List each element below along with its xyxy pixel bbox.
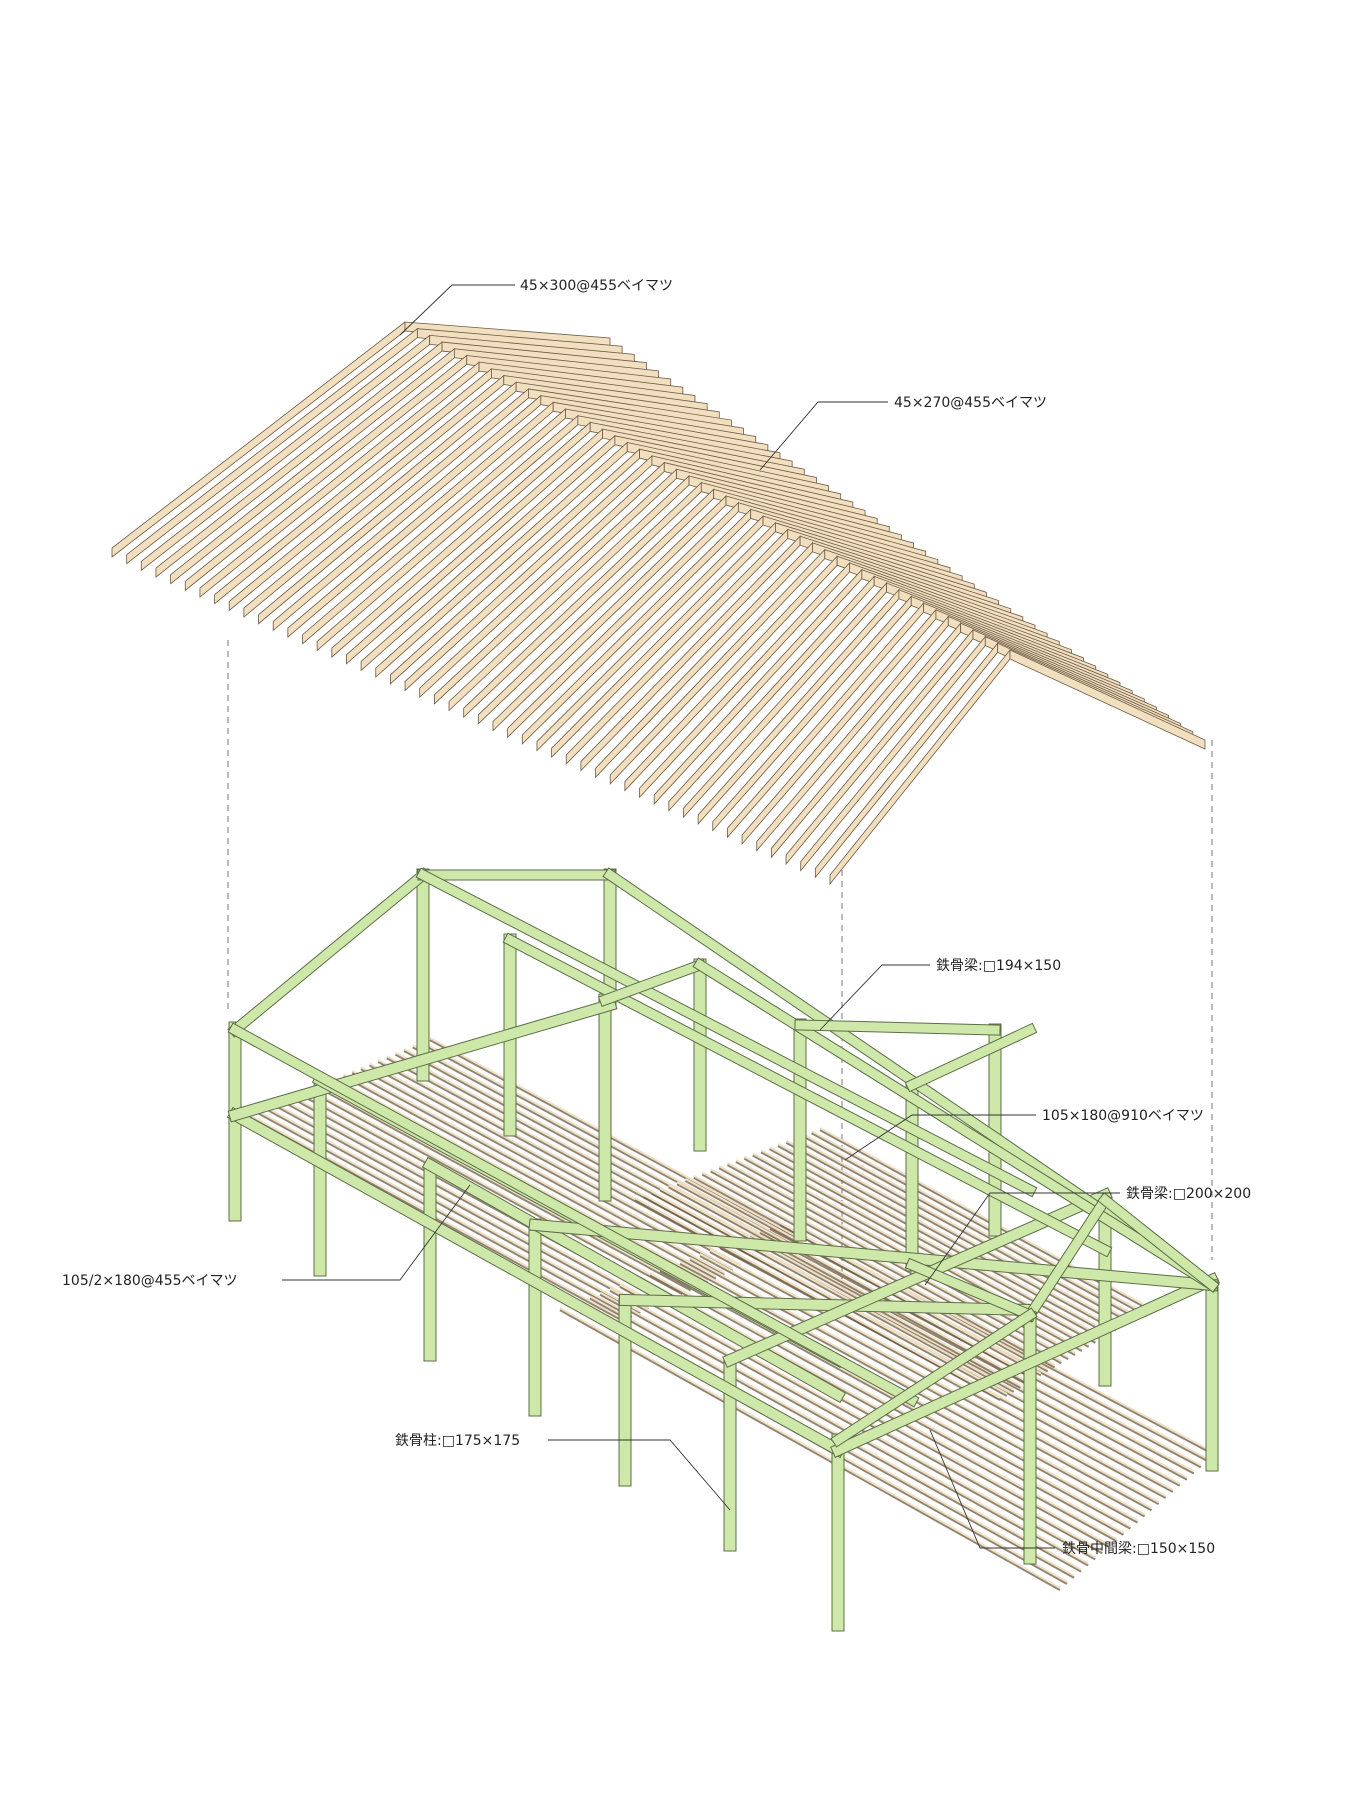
callouts: 45×300@455ベイマツ 45×270@455ベイマツ 鉄骨梁:□194×1… xyxy=(62,278,1251,1557)
floor-joist-top xyxy=(634,1197,1001,1399)
floor-joist-top xyxy=(403,1048,776,1251)
roof-rafter xyxy=(1009,649,1206,750)
callout-label: 鉄骨梁:□200×200 xyxy=(1126,1186,1251,1202)
floor-joist-top xyxy=(760,1149,1103,1338)
floor-joist xyxy=(559,1309,1061,1591)
callout-steel-mid-beam: 鉄骨中間梁:□150×150 xyxy=(929,1429,1215,1557)
callout-label: 45×270@455ベイマツ xyxy=(894,395,1047,411)
floor-joist xyxy=(794,1138,1131,1324)
floor-joist xyxy=(429,1039,801,1241)
steel-upper-beam-face xyxy=(228,1023,919,1407)
steel-upper-beam-face xyxy=(831,1308,1037,1447)
callout-label: 105×180@910ベイマツ xyxy=(1042,1108,1204,1124)
floor-joist-top xyxy=(609,1287,1096,1559)
floor-joist xyxy=(308,1089,683,1296)
steel-upper-beam-face xyxy=(693,958,1219,1292)
callout-steel-beam-194: 鉄骨梁:□194×150 xyxy=(819,958,1061,1031)
floor-joist-top xyxy=(369,1062,742,1266)
callout-label: 鉄骨中間梁:□150×150 xyxy=(1062,1541,1215,1557)
roof-rafter xyxy=(126,327,418,565)
callout-label: 105/2×180@455ベイマツ xyxy=(62,1273,238,1289)
steel-upper-beam-face xyxy=(228,868,430,1037)
steel-upper-beam-face xyxy=(1098,1193,1219,1292)
floor-joist-top xyxy=(794,1136,1131,1322)
floor-joist xyxy=(282,1100,658,1307)
floor-joist xyxy=(343,1075,717,1280)
callout-floor-joist-455: 105/2×180@455ベイマツ xyxy=(62,1184,471,1289)
floor-joist-top xyxy=(265,1106,641,1313)
steel-upper-beam-face xyxy=(906,1259,1036,1321)
floor-joist-top xyxy=(429,1037,801,1239)
steel-beam-face xyxy=(831,1273,1219,1457)
steel-beam-face xyxy=(423,1158,845,1402)
roof-rafter xyxy=(111,321,406,558)
floor-joist-top xyxy=(651,1190,1015,1391)
floor-joist xyxy=(811,1132,1144,1316)
floor-joist xyxy=(785,1141,1124,1328)
floor-joist-top xyxy=(412,1044,784,1247)
callout-floor-beam-910: 105×180@910ベイマツ xyxy=(844,1108,1204,1161)
floor-joist xyxy=(802,1135,1137,1320)
steel-upper-beam-face xyxy=(906,1024,1036,1091)
leader-line xyxy=(282,1184,471,1281)
floor-joist-top xyxy=(802,1133,1137,1318)
leader-line xyxy=(924,1192,1120,1286)
callout-steel-beam-200: 鉄骨梁:□200×200 xyxy=(924,1186,1251,1286)
steel-beam-face xyxy=(619,1294,1036,1316)
leader-line xyxy=(929,1429,1055,1549)
floor-joist-top xyxy=(619,1283,1103,1553)
floor-joist xyxy=(777,1144,1117,1332)
steel-beam-face xyxy=(529,1219,1218,1291)
floor-joist xyxy=(274,1104,650,1311)
floor-joist-top xyxy=(308,1088,683,1293)
steel-beam-face xyxy=(228,998,617,1122)
floor-joist-top xyxy=(343,1073,717,1278)
floor-joist-top xyxy=(274,1102,650,1309)
floor-joist-top xyxy=(599,1291,1089,1565)
floor-joist-top xyxy=(589,1295,1082,1571)
leader-line xyxy=(399,284,515,336)
floor-joist-top xyxy=(769,1146,1110,1334)
floor-joist-top xyxy=(777,1143,1117,1330)
floor-joist-top xyxy=(334,1077,708,1282)
steel-frame xyxy=(226,867,1220,1632)
callout-roof-rafter-lower: 45×270@455ベイマツ xyxy=(759,395,1047,471)
floor-joist-top xyxy=(559,1307,1061,1589)
floor-joist-top xyxy=(659,1187,1021,1387)
floor-joist xyxy=(317,1086,692,1292)
callout-label: 鉄骨柱:□175×175 xyxy=(395,1433,520,1449)
floor-joist xyxy=(760,1151,1103,1340)
callout-steel-column: 鉄骨柱:□175×175 xyxy=(395,1433,731,1511)
steel-upper-beam-face xyxy=(1023,1193,1112,1322)
floor-joist-top xyxy=(282,1098,658,1305)
steel-upper-beam-face xyxy=(503,933,1112,1257)
floor-joist xyxy=(265,1108,641,1315)
steel-beam-face xyxy=(228,1108,845,1457)
floor-joist-top xyxy=(811,1130,1144,1313)
floor-joist-top xyxy=(668,1184,1028,1383)
steel-upper-beam-face xyxy=(795,1020,1000,1035)
roof-rafters xyxy=(111,321,1206,886)
callout-roof-rafter-upper: 45×300@455ベイマツ xyxy=(399,278,673,336)
leader-line xyxy=(844,1114,1036,1161)
floor-joist xyxy=(769,1148,1110,1336)
callout-label: 45×300@455ベイマツ xyxy=(520,278,673,294)
leader-line xyxy=(759,401,888,471)
leader-line xyxy=(548,1439,731,1511)
projection-guides xyxy=(227,640,1213,1290)
roof-rafter xyxy=(756,615,949,852)
steel-upper-beam-face xyxy=(599,959,706,1006)
callout-label: 鉄骨梁:□194×150 xyxy=(936,958,1061,974)
leader-line xyxy=(819,964,930,1031)
floor-joist-top xyxy=(785,1139,1124,1326)
steel-upper-beam-face xyxy=(416,868,1037,1197)
floor-joist-top xyxy=(642,1193,1008,1395)
floor-joist xyxy=(642,1195,1008,1397)
